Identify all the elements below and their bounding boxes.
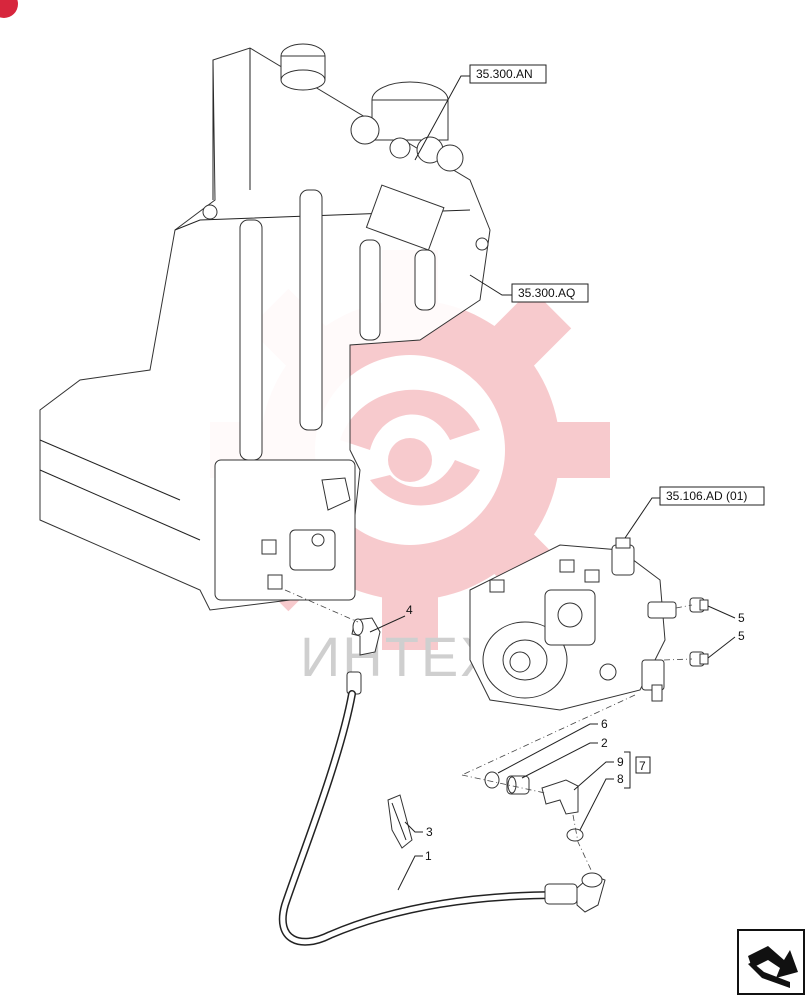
plug-lower [689,651,709,667]
callout-1: 1 [425,849,432,863]
assembly-path-3 [461,774,546,794]
callout-2: 2 [601,736,608,750]
ref-35-106-ad-label: 35.106.AD (01) [666,489,747,503]
adapter-2 [506,775,530,795]
callout-4: 4 [406,603,413,617]
ref-35-300-an-label: 35.300.AN [476,67,533,81]
assembly-path-2 [461,694,636,776]
cable-tie [387,794,413,849]
brand-badge-icon [0,0,18,18]
next-page-arrow-icon[interactable] [737,929,805,995]
callout-9: 9 [617,755,624,769]
ref-35-300-aq[interactable]: 35.300.AQ [469,274,589,303]
callout-3: 3 [426,825,433,839]
o-ring-6 [484,771,500,789]
ref-35-106-ad[interactable]: 35.106.AD (01) [624,486,765,539]
hydraulic-hose [278,671,606,946]
hydraulic-tank [39,43,491,611]
hydraulic-pump [469,537,677,711]
ref-35-300-aq-label: 35.300.AQ [518,286,575,300]
callout-8: 8 [617,772,624,786]
callout-5-upper: 5 [738,611,745,625]
assembly-path-5 [675,604,693,609]
assembly-path-4 [572,814,593,873]
callout-7: 7 [639,759,646,773]
elbow-fitting-upper [351,617,381,656]
callout-5-lower: 5 [738,629,745,643]
ref-35-300-an[interactable]: 35.300.AN [414,64,547,161]
assembly-path-1 [284,589,359,623]
assembly-path-6 [663,658,693,661]
watermark-text: ИНТЕХ [300,625,500,688]
bracket-7 [624,751,631,789]
callout-7-box: 7 [635,756,651,774]
callout-6: 6 [601,717,608,731]
plug-upper [689,597,709,613]
o-ring-8 [566,828,584,842]
elbow-9 [541,779,579,815]
